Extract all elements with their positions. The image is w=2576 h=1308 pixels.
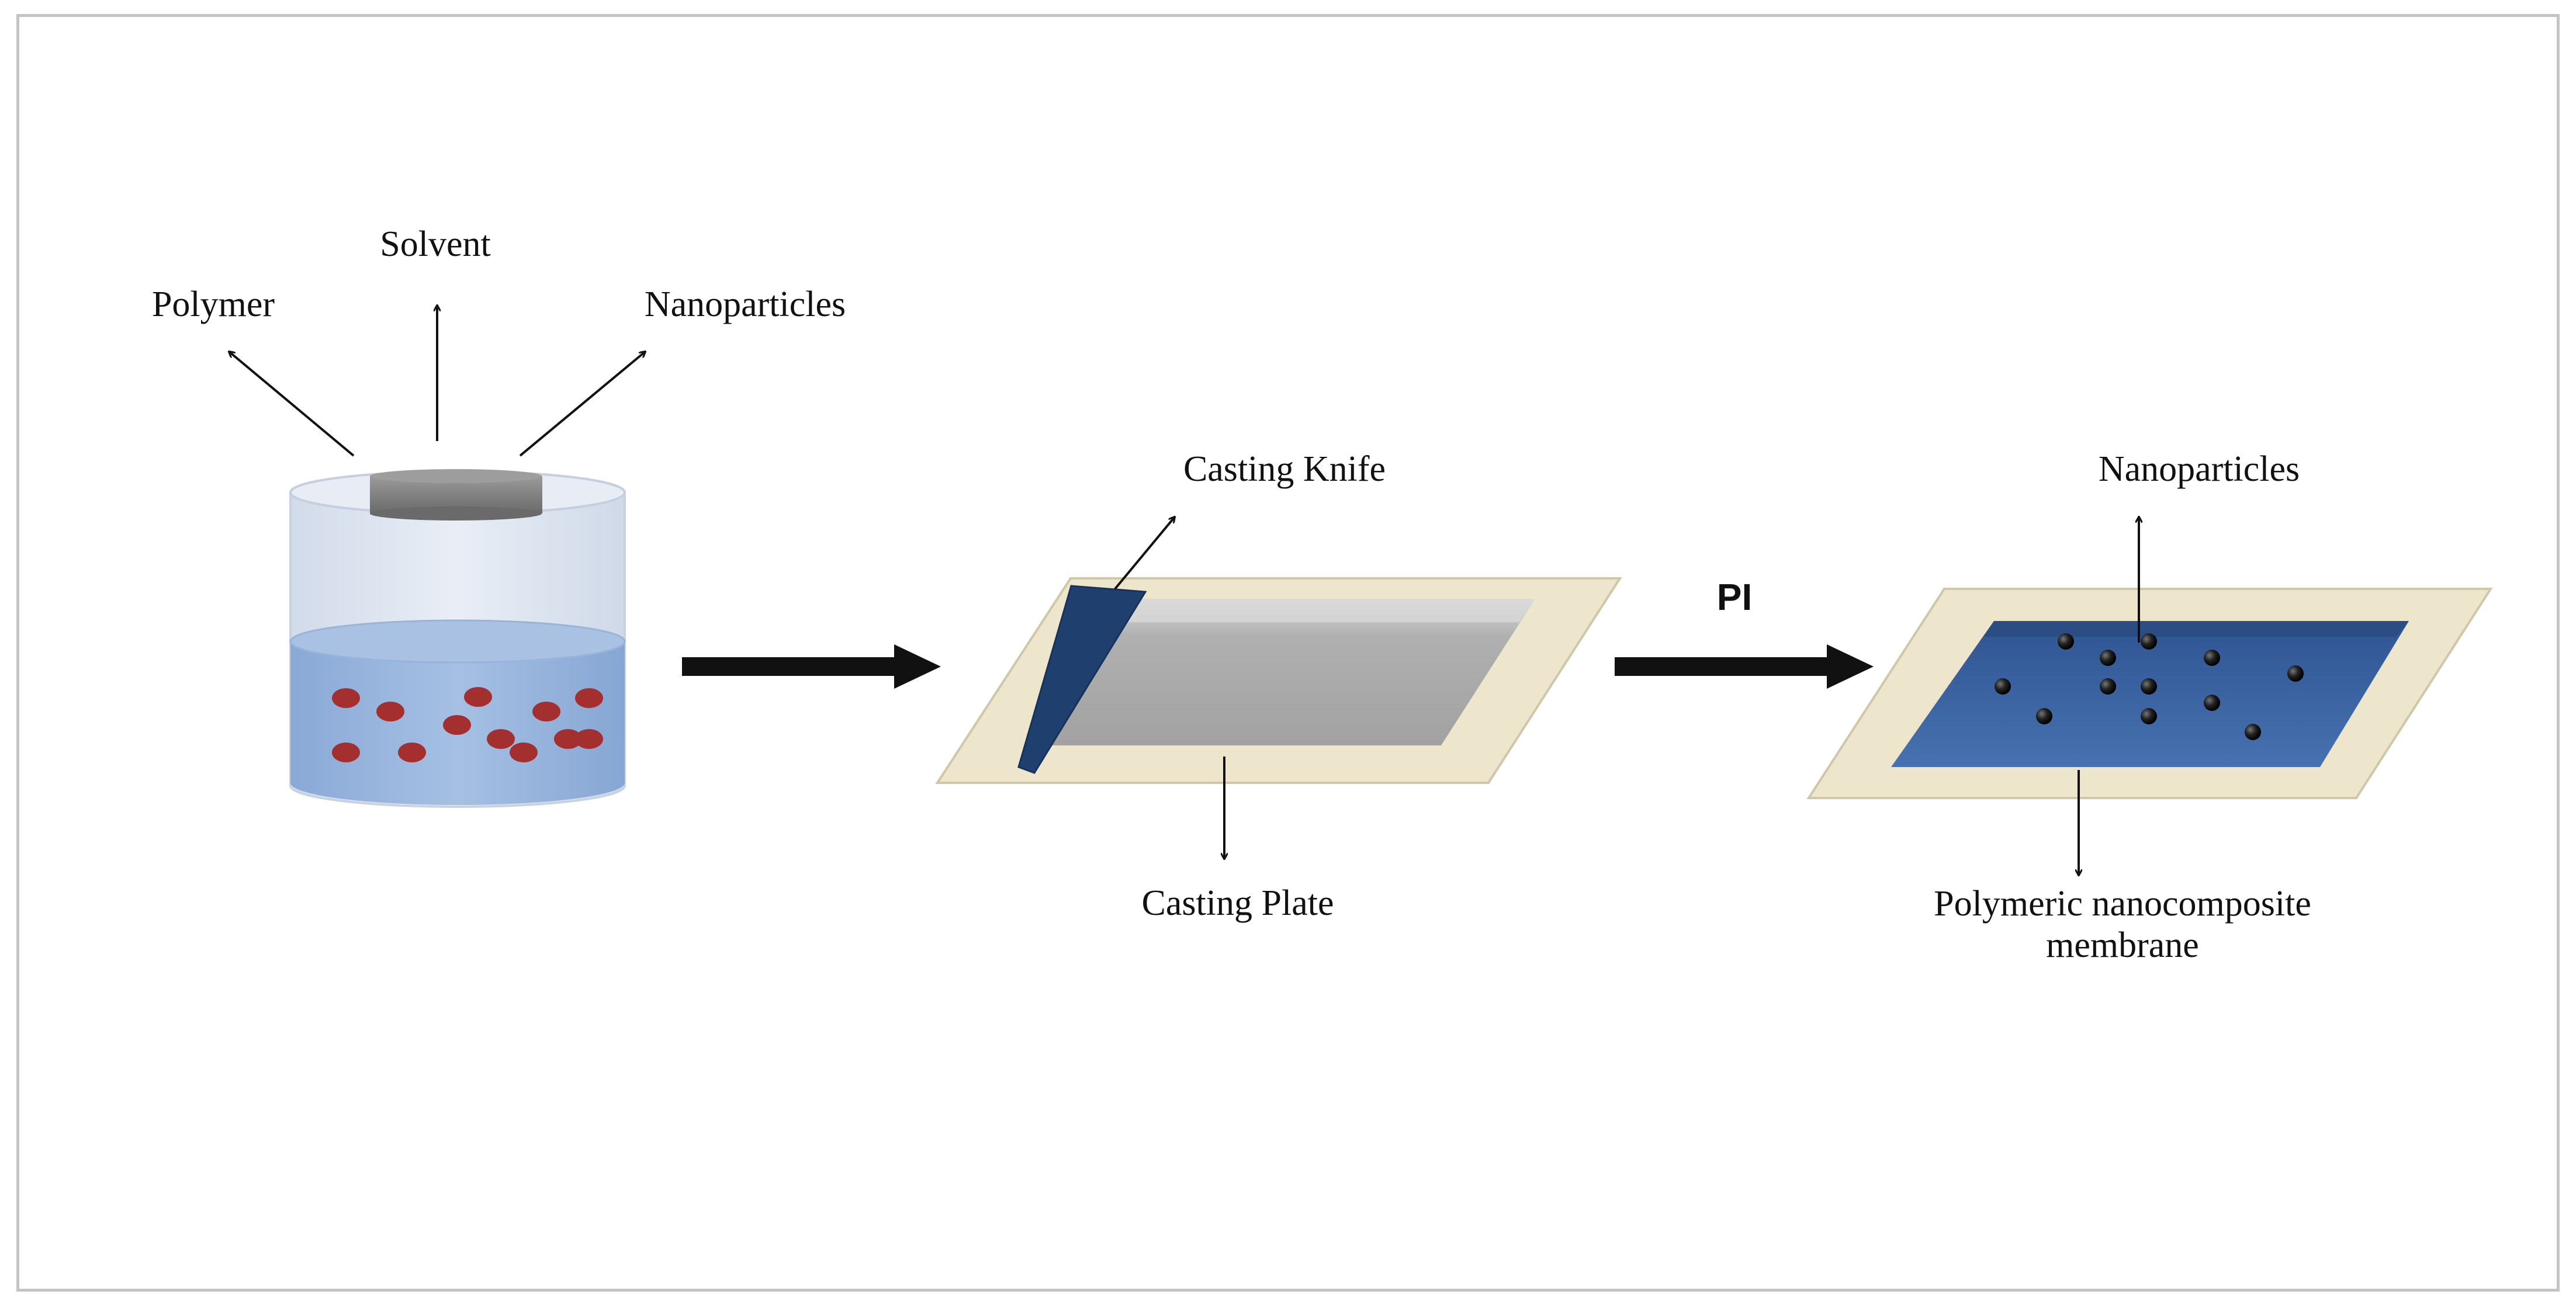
solvent-label: Solvent	[380, 224, 491, 264]
polymer-label: Polymer	[151, 285, 275, 324]
black-nanoparticle	[2204, 695, 2220, 711]
red-particle	[575, 729, 603, 749]
casting-plate-assembly	[935, 517, 1622, 859]
membrane-label-line2: membrane	[2046, 925, 2199, 966]
beaker-cap-top	[370, 469, 542, 483]
black-nanoparticle	[2141, 708, 2157, 724]
red-particle	[510, 743, 538, 762]
black-nanoparticle	[2036, 708, 2052, 724]
membrane-nanoparticles	[1995, 633, 2304, 740]
black-nanoparticle	[2245, 724, 2261, 740]
polymer-particles	[332, 687, 603, 762]
liquid-surface	[289, 619, 626, 664]
process-arrow-1	[682, 644, 941, 689]
polymer-pointer-arrow	[229, 352, 355, 457]
black-nanoparticle	[2141, 633, 2157, 650]
casting-knife	[1017, 585, 1147, 774]
black-nanoparticle	[1995, 678, 2011, 695]
red-particle	[554, 729, 582, 749]
black-nanoparticle	[2058, 633, 2074, 650]
phase-inversion-label: PI	[1716, 576, 1753, 618]
black-nanoparticle	[2141, 678, 2157, 695]
beaker	[229, 306, 645, 808]
black-nanoparticle	[2100, 678, 2116, 695]
black-nanoparticle	[2204, 650, 2220, 666]
casting-knife-label: Casting Knife	[1183, 449, 1386, 489]
black-nanoparticle	[2287, 665, 2304, 682]
black-nanoparticle	[2100, 650, 2116, 666]
red-particle	[487, 729, 515, 749]
casting-plate-label: Casting Plate	[1141, 883, 1334, 923]
process-arrow-2	[1615, 644, 1874, 689]
casting-knife-pointer-arrow	[1114, 517, 1175, 590]
membrane-assembly	[1806, 517, 2493, 875]
red-particle	[443, 715, 471, 735]
red-particle	[398, 743, 426, 762]
membrane-label: Polymeric nanocomposite membrane	[1830, 883, 2415, 967]
red-particle	[376, 702, 404, 721]
cast-film	[1037, 599, 1535, 745]
membrane-label-line1: Polymeric nanocomposite	[1934, 884, 2311, 924]
red-particle	[464, 687, 492, 707]
red-particle	[575, 688, 603, 708]
red-particle	[332, 743, 360, 762]
red-particle	[532, 702, 560, 721]
nanoparticles-input-label: Nanoparticles	[644, 285, 846, 324]
nanoparticles-pointer-arrow	[519, 352, 645, 457]
red-particle	[332, 688, 360, 708]
nanoparticles-membrane-label: Nanoparticles	[2098, 449, 2300, 489]
